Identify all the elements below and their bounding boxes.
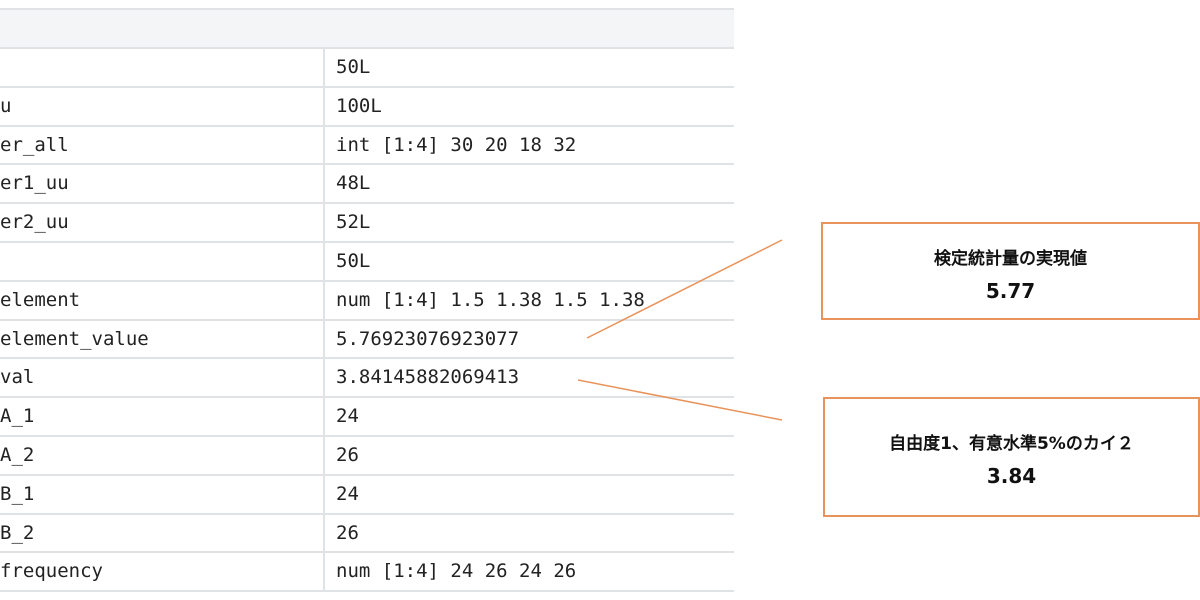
table-row[interactable]: u 100L	[0, 87, 734, 127]
variable-name: er1_uu	[0, 172, 69, 195]
table-row[interactable]: B_2 26	[0, 514, 734, 554]
variable-value: 48L	[323, 165, 370, 203]
table-row[interactable]: er1_uu 48L	[0, 165, 734, 205]
variable-value: num [1:4] 1.5 1.38 1.5 1.38	[323, 281, 645, 319]
callout-title: 検定統計量の実現値	[934, 249, 1087, 269]
table-row[interactable]: er2_uu 52L	[0, 204, 734, 243]
callout-line-critical	[577, 379, 783, 421]
variable-name: u	[0, 94, 12, 117]
variable-value: 52L	[323, 204, 370, 241]
table-row[interactable]: A_2 26	[0, 436, 734, 476]
callout-value: 5.77	[985, 279, 1036, 303]
callout-line-statistic	[586, 239, 783, 339]
variable-value: 24	[323, 398, 359, 435]
variable-value: 26	[323, 436, 359, 474]
variable-name: er2_uu	[0, 211, 69, 234]
variable-value: num [1:4] 24 26 24 26	[323, 553, 576, 591]
table-row[interactable]: A_1 24	[0, 398, 734, 437]
variable-name: element_value	[0, 327, 149, 350]
variable-value: 50L	[323, 242, 370, 280]
variable-value: 24	[323, 475, 359, 513]
variable-name: B_1	[0, 482, 35, 505]
callout-critical: 自由度1、有意水準5%のカイ２ 3.84	[823, 397, 1200, 517]
callout-value: 3.84	[986, 464, 1037, 488]
variable-name: A_1	[0, 405, 35, 428]
variable-value: int [1:4] 30 20 18 32	[323, 126, 576, 164]
callout-title: 自由度1、有意水準5%のカイ２	[889, 434, 1134, 454]
variable-name: B_2	[0, 521, 35, 544]
variable-value: 100L	[323, 87, 382, 125]
variable-value: 3.84145882069413	[323, 359, 519, 397]
table-row[interactable]: element_value 5.76923076923077	[0, 320, 734, 360]
variable-value: 50L	[323, 49, 370, 86]
table-row[interactable]: val 3.84145882069413	[0, 359, 734, 399]
variable-name: val	[0, 366, 35, 389]
variable-name: A_2	[0, 443, 35, 466]
table-row[interactable]: frequency num [1:4] 24 26 24 26	[0, 553, 734, 593]
callout-statistic: 検定統計量の実現値 5.77	[821, 222, 1200, 320]
variable-value: 26	[323, 514, 359, 552]
table-row[interactable]: element num [1:4] 1.5 1.38 1.5 1.38	[0, 281, 734, 321]
table-row[interactable]: 50L	[0, 242, 734, 282]
table-row[interactable]: er_all int [1:4] 30 20 18 32	[0, 126, 734, 166]
table-row[interactable]: 50L	[0, 49, 734, 88]
variable-name: element	[0, 288, 81, 311]
variable-name: er_all	[0, 133, 69, 156]
table-header	[0, 8, 734, 49]
variable-value: 5.76923076923077	[323, 320, 519, 358]
table-row[interactable]: B_1 24	[0, 475, 734, 515]
variable-name: frequency	[0, 560, 103, 583]
